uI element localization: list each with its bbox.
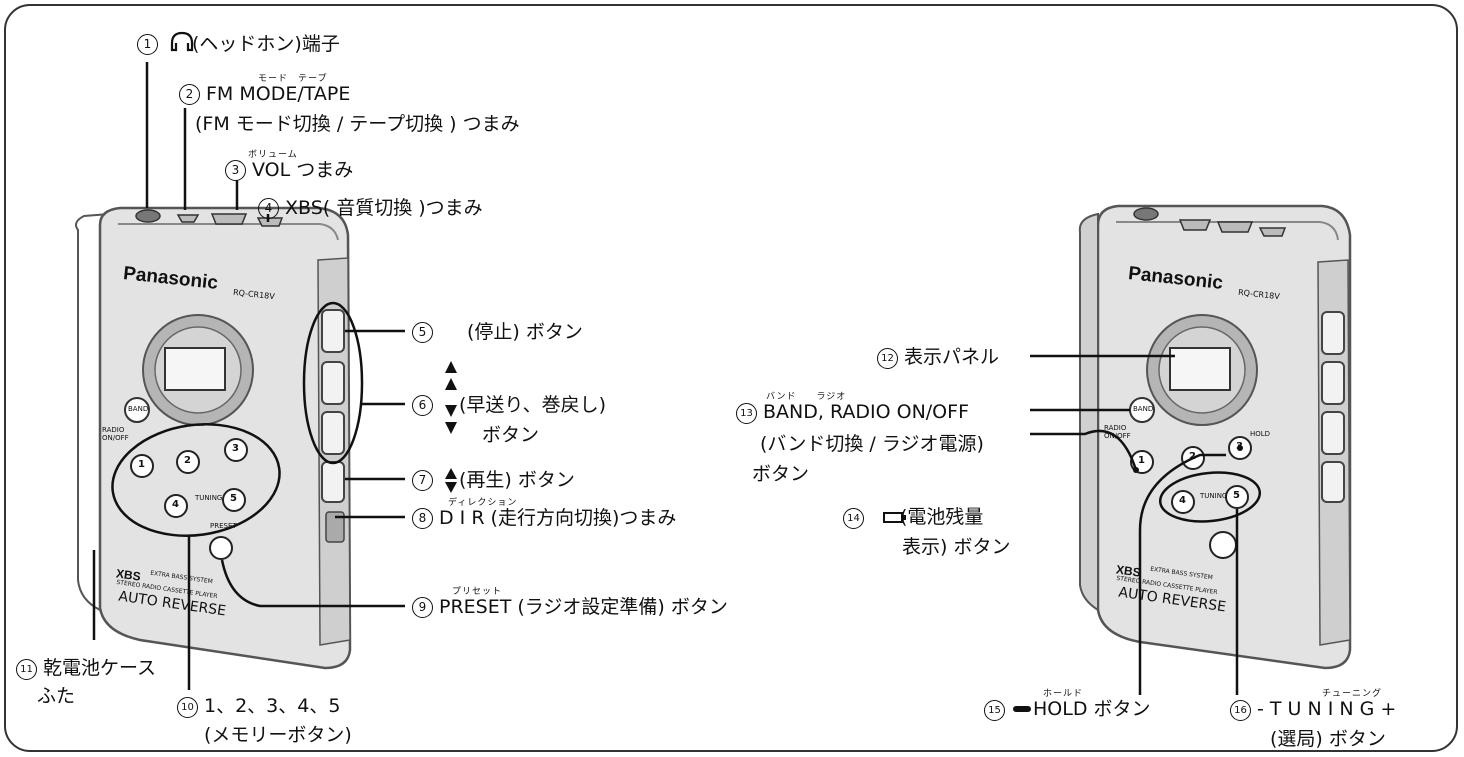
label-1: 1(ヘッドホン)端子 (137, 32, 340, 56)
label-14: 14(電池残量 (843, 505, 983, 529)
label-13-line2: (バンド切換 / ラジオ電源) (760, 433, 984, 455)
label-8-ruby: ディレクション (448, 498, 518, 508)
tuning-right: TUNING (1200, 492, 1228, 500)
band-label-right: BAND (1133, 405, 1154, 413)
label-2-line2: (FM モード切換 / テープ切換 ) つまみ (195, 113, 520, 135)
arrow-icons (445, 361, 457, 493)
battery-icon (883, 512, 906, 523)
preset-left: PRESET (210, 522, 237, 530)
diagram-frame (4, 4, 1458, 752)
device-left-body (98, 206, 352, 670)
memory-button-2-right: 2 (1189, 451, 1196, 462)
label-15-ruby: ホールド (1043, 689, 1084, 699)
hold-icon (1013, 706, 1031, 712)
label-5: 5(停止) ボタン (412, 320, 583, 344)
device-right (1078, 204, 1352, 670)
device-right-body (1096, 204, 1352, 670)
label-16-ruby: チューニング (1322, 689, 1383, 699)
device-left (75, 206, 364, 670)
memory-button-3-right: 3 (1236, 441, 1243, 452)
memory-button-5: 5 (230, 493, 237, 504)
memory-button-4-right: 4 (1179, 495, 1186, 506)
label-7: 7(再生) ボタン (412, 468, 575, 492)
label-3-ruby: ボリューム (248, 150, 298, 160)
headphone-jack (135, 209, 161, 223)
headphone-icon (170, 31, 194, 52)
label-13-line3: ボタン (752, 463, 810, 485)
label-16-line2: (選局) ボタン (1270, 728, 1386, 750)
memory-button-1-right: 1 (1138, 455, 1145, 466)
label-6-line2: ボタン (482, 424, 540, 446)
label-14-line2: 表示) ボタン (902, 536, 1011, 558)
label-11-line2: ふた (37, 685, 76, 707)
label-6: 6(早送り、巻戻し) (412, 393, 606, 417)
tuning-left: TUNING (195, 494, 223, 502)
display-right (1169, 347, 1231, 391)
label-2-ruby: モード テープ (258, 74, 328, 84)
memory-button-3: 3 (232, 443, 239, 454)
memory-button-5-right: 5 (1233, 490, 1240, 501)
label-9-ruby: プリセット (452, 587, 503, 597)
label-10-line2: (メモリーボタン) (204, 724, 352, 746)
memory-button-1: 1 (138, 459, 145, 470)
radio-onoff-right: RADIO ON/OFF (1104, 424, 1131, 440)
label-16: 16- T U N I N G + (1230, 697, 1396, 721)
display-left (164, 347, 226, 391)
label-13-ruby: バンド ラジオ (766, 392, 847, 402)
memory-button-2: 2 (184, 455, 191, 466)
hold-right: HOLD (1250, 430, 1271, 438)
band-label-left: BAND (128, 405, 149, 413)
radio-onoff-left: RADIO ON/OFF (102, 426, 129, 442)
leader-lines (92, 62, 1239, 695)
memory-button-4: 4 (172, 499, 179, 510)
